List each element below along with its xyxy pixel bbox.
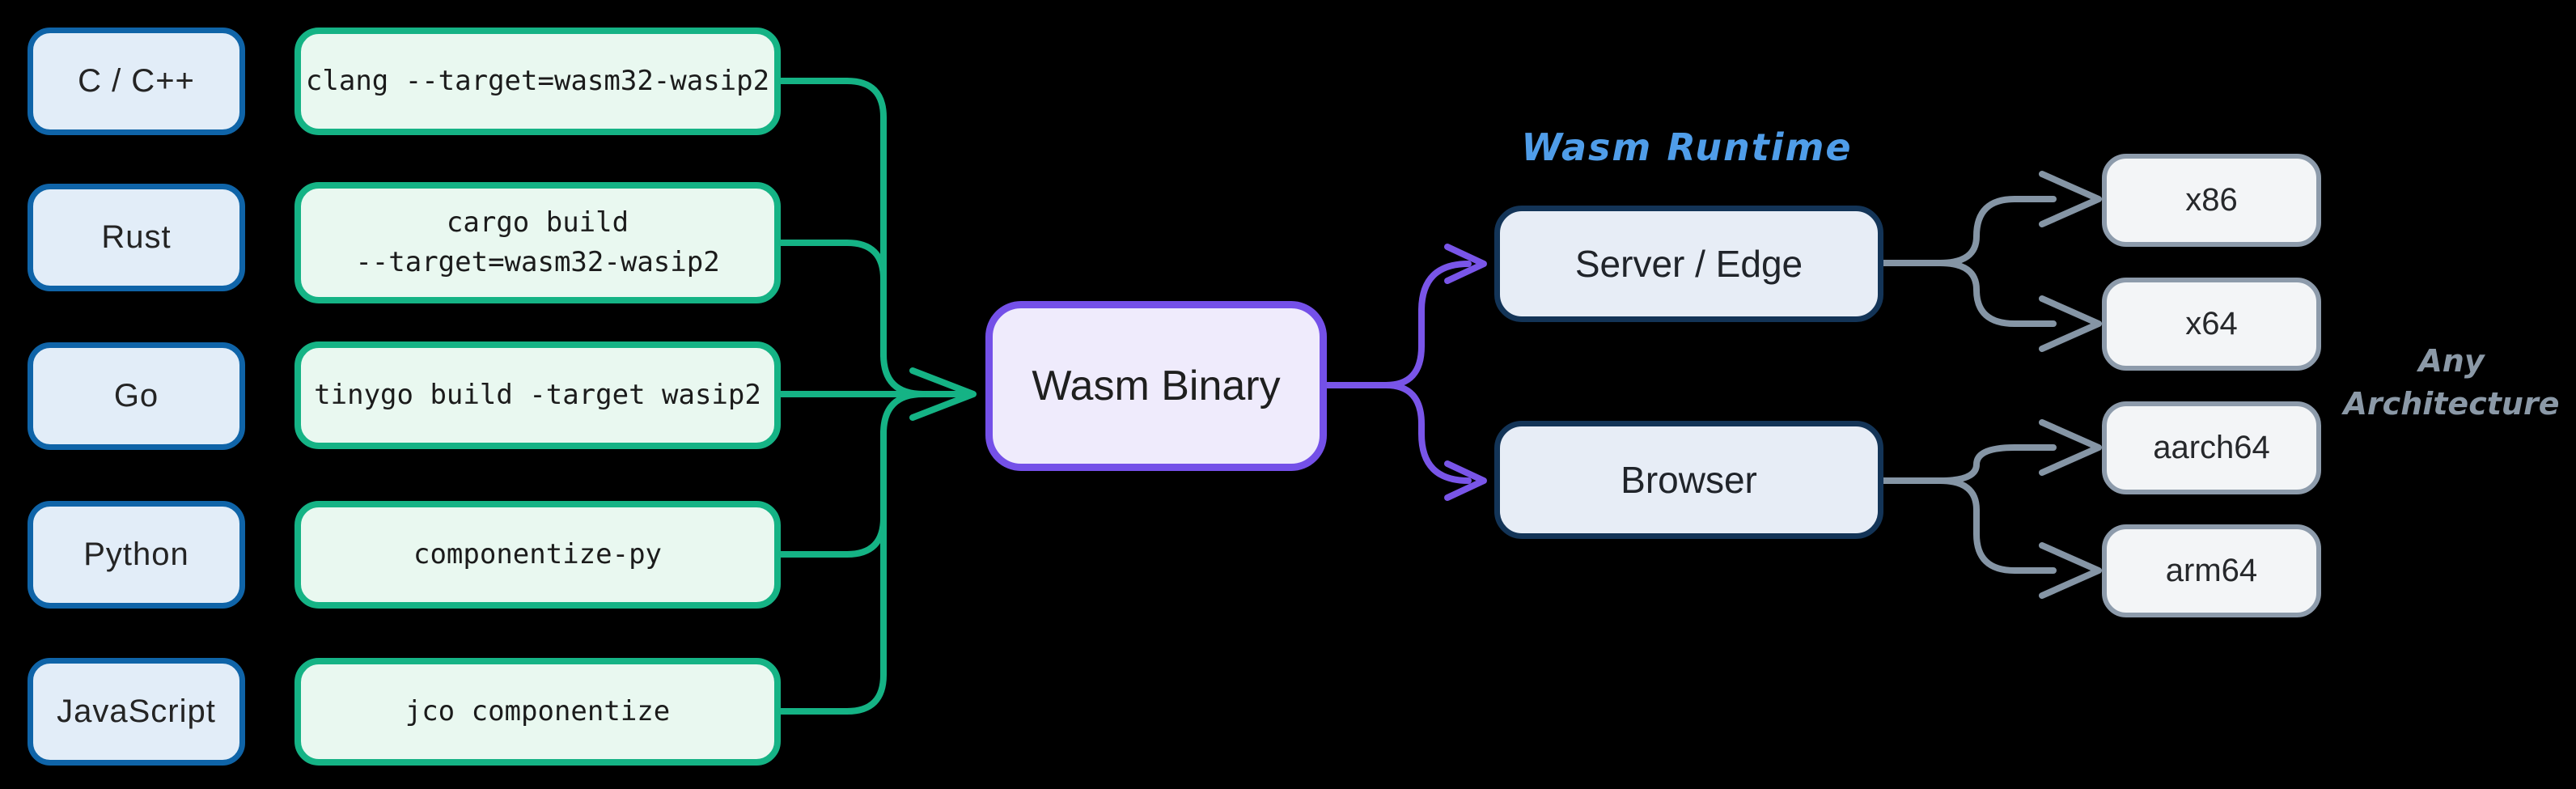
green-connector-componentize-py (777, 391, 926, 558)
command-text: tinygo build -target wasip2 (314, 378, 761, 411)
arch-label: x86 (2185, 182, 2238, 218)
language-node-javascript: JavaScript (28, 658, 245, 766)
language-node-c-cpp: C / C++ (28, 28, 245, 135)
command-text: jco componentize (405, 694, 671, 727)
gray-arrowhead-aarch64 (2039, 419, 2102, 476)
command-node-tinygo: tinygo build -target wasip2 (294, 341, 781, 449)
language-node-python: Python (28, 501, 245, 609)
purple-connector-browser (1383, 382, 1472, 484)
purple-connectors (1324, 244, 1487, 501)
any-architecture-annotation: Any Architecture (2343, 343, 2560, 422)
gray-connector-x64 (1937, 260, 2057, 327)
arch-node-aarch64: aarch64 (2102, 401, 2321, 494)
command-text: clang --target=wasm32-wasip2 (305, 64, 770, 97)
green-connector-jco (777, 429, 887, 715)
wasm-runtime-heading: Wasm Runtime (1521, 125, 1853, 169)
command-text: cargo build --target=wasm32-wasip2 (355, 206, 720, 278)
green-connectors (777, 78, 977, 715)
gray-connector-aarch64 (1880, 444, 2057, 484)
green-connector-clang (777, 78, 971, 397)
command-node-cargo: cargo build --target=wasm32-wasip2 (294, 182, 781, 303)
arch-node-x86: x86 (2102, 154, 2321, 247)
arch-label: arm64 (2165, 553, 2258, 588)
arch-label: x64 (2185, 306, 2238, 341)
language-label: Python (83, 537, 189, 572)
language-node-go: Go (28, 342, 245, 450)
command-node-jco-componentize: jco componentize (294, 658, 781, 766)
purple-connector-server (1324, 261, 1472, 388)
purple-arrowhead-browser (1444, 460, 1487, 501)
runtime-node-server-edge: Server / Edge (1494, 206, 1883, 322)
language-node-rust: Rust (28, 184, 245, 291)
command-node-componentize-py: componentize-py (294, 501, 781, 609)
language-label: C / C++ (78, 63, 195, 99)
arch-label: aarch64 (2153, 430, 2270, 465)
runtime-node-browser: Browser (1494, 421, 1883, 539)
green-connector-cargo (777, 240, 887, 359)
runtime-label: Server / Edge (1574, 243, 1803, 285)
wasm-binary-label: Wasm Binary (1032, 363, 1281, 409)
purple-arrowhead-server (1444, 244, 1487, 284)
gray-connectors (1880, 171, 2102, 599)
gray-connector-x86 (1880, 196, 2057, 266)
command-node-clang: clang --target=wasm32-wasip2 (294, 28, 781, 135)
wasm-binary-node: Wasm Binary (985, 301, 1327, 471)
gray-arrowhead-arm64 (2039, 542, 2102, 599)
language-label: JavaScript (57, 694, 216, 729)
command-text: componentize-py (413, 537, 663, 571)
language-label: Rust (101, 219, 172, 255)
language-label: Go (113, 378, 159, 414)
gray-arrowhead-x64 (2039, 295, 2102, 352)
gray-connector-arm64 (1937, 477, 2057, 574)
gray-arrowhead-x86 (2039, 171, 2102, 227)
green-arrowhead (909, 367, 977, 421)
runtime-label: Browser (1621, 459, 1757, 501)
arch-node-arm64: arm64 (2102, 524, 2321, 617)
arch-node-x64: x64 (2102, 278, 2321, 371)
